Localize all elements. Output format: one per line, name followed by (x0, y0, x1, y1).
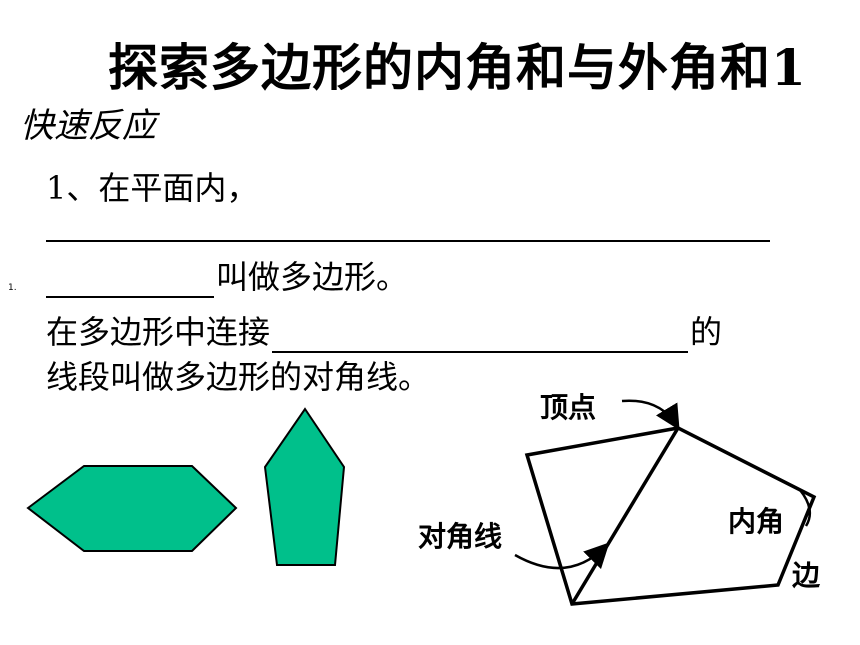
question-line-2-text: 叫做多边形。 (216, 258, 409, 296)
interior-angle-label: 内角 (728, 505, 785, 538)
vertex-label: 顶点 (540, 391, 597, 424)
question-line-3-prefix: 在多边形中连接 (46, 313, 271, 351)
diagonal-arrow (514, 542, 610, 570)
slide-marker: 1. (8, 283, 17, 293)
diagram-diagonal-line (570, 427, 680, 605)
question-line-3: 在多边形中连接 的 (46, 307, 722, 353)
diagonal-label: 对角线 (418, 520, 503, 553)
question-line-4: 线段叫做多边形的对角线。 (46, 358, 431, 396)
vertex-arrow (621, 399, 680, 431)
page-title: 探索多边形的内角和与外角和1 (108, 38, 807, 97)
answer-blank-3 (272, 317, 689, 353)
answer-blank-2 (46, 262, 214, 298)
answer-blank-1 (46, 240, 770, 242)
question-line-1: 1、在平面内， (46, 169, 259, 207)
diagram-polygon-outline (524, 426, 817, 606)
interior-angle-arc (799, 489, 812, 527)
section-subtitle: 快速反应 (20, 106, 156, 146)
hexagon-shape (26, 465, 238, 552)
side-label: 边 (792, 559, 821, 592)
polygon-diagram (514, 399, 817, 606)
question-line-2: 叫做多边形。 (46, 252, 408, 298)
question-line-3-suffix: 的 (690, 313, 723, 351)
pentagon-shape (263, 407, 346, 566)
